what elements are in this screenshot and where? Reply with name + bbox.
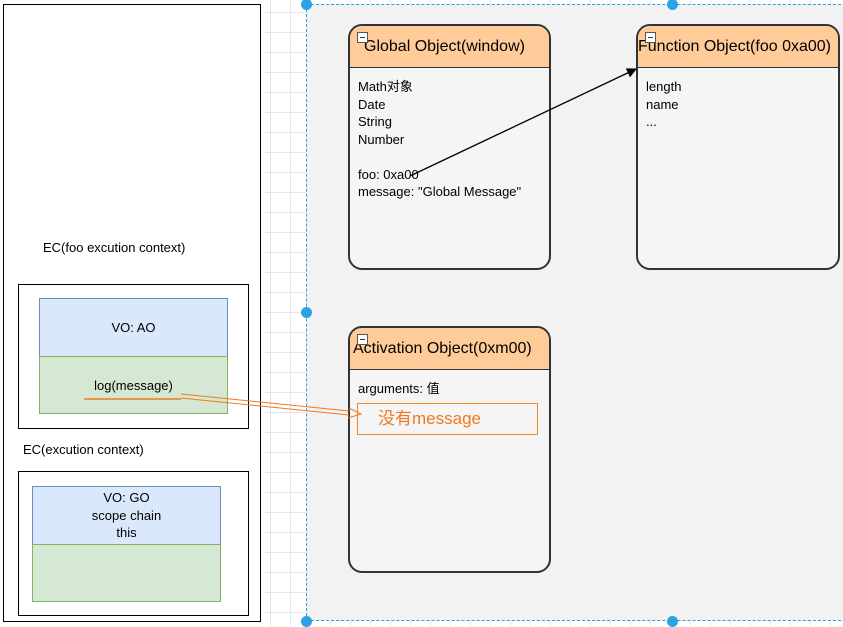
no-message-note[interactable]: 没有message [357,403,538,435]
activation-object-node[interactable]: Activation Object(0xm00) arguments: 值 [348,326,551,573]
global-object-line: String [358,114,392,129]
global-object-line: foo: 0xa00 [358,166,419,182]
global-object-node[interactable]: Global Object(window) Math对象 Date String… [348,24,551,270]
global-object-body: Math对象 Date String Number foo: 0xa00 mes… [350,68,549,201]
function-object-body: length name ... [638,68,838,131]
activation-object-line: arguments: 值 [358,381,440,396]
global-object-title: Global Object(window) [364,38,525,55]
function-object-title: Function Object(foo 0xa00) [638,38,831,55]
ec-foo-code-label: log(message) [94,378,173,393]
global-object-header[interactable]: Global Object(window) [350,26,549,68]
global-object-line: Date [358,96,386,112]
ec-foo-vo-label: VO: AO [111,320,156,335]
resize-handle[interactable] [667,616,678,627]
collapse-icon[interactable] [645,32,656,43]
global-object-line: Number [358,131,405,147]
collapse-icon[interactable] [357,32,368,43]
foo-reference-arrow[interactable] [409,68,637,177]
ec-global-vo-go[interactable]: VO: GO scope chain this [32,486,221,545]
ec-foo-code-area[interactable]: log(message) [39,356,228,414]
resize-handle[interactable] [301,616,312,627]
function-object-header[interactable]: Function Object(foo 0xa00) [638,26,838,68]
ec-global-vo-line: this [116,525,137,540]
ec-foo-label: EC(foo excution context) [43,240,186,255]
global-object-line: Math对象 [358,79,413,94]
function-object-node[interactable]: Function Object(foo 0xa00) length name .… [636,24,840,270]
function-object-line: name [646,96,679,112]
activation-object-title: Activation Object(0xm00) [353,340,532,357]
function-object-line: ... [646,114,657,129]
ec-global-vo-line: scope chain [91,507,162,523]
activation-object-body: arguments: 值 [350,370,549,398]
resize-handle[interactable] [301,0,312,10]
ec-global-vo-line: VO: GO [103,490,150,505]
activation-object-header[interactable]: Activation Object(0xm00) [350,328,549,370]
ec-global-code-area[interactable] [32,544,221,602]
resize-handle[interactable] [667,0,678,10]
function-object-line: length [646,79,682,94]
message-lookup-arrow[interactable] [180,393,363,419]
ec-global-label: EC(excution context) [23,442,144,457]
global-object-line: message: "Global Message" [358,184,522,199]
resize-handle[interactable] [301,307,312,318]
collapse-icon[interactable] [357,334,368,345]
